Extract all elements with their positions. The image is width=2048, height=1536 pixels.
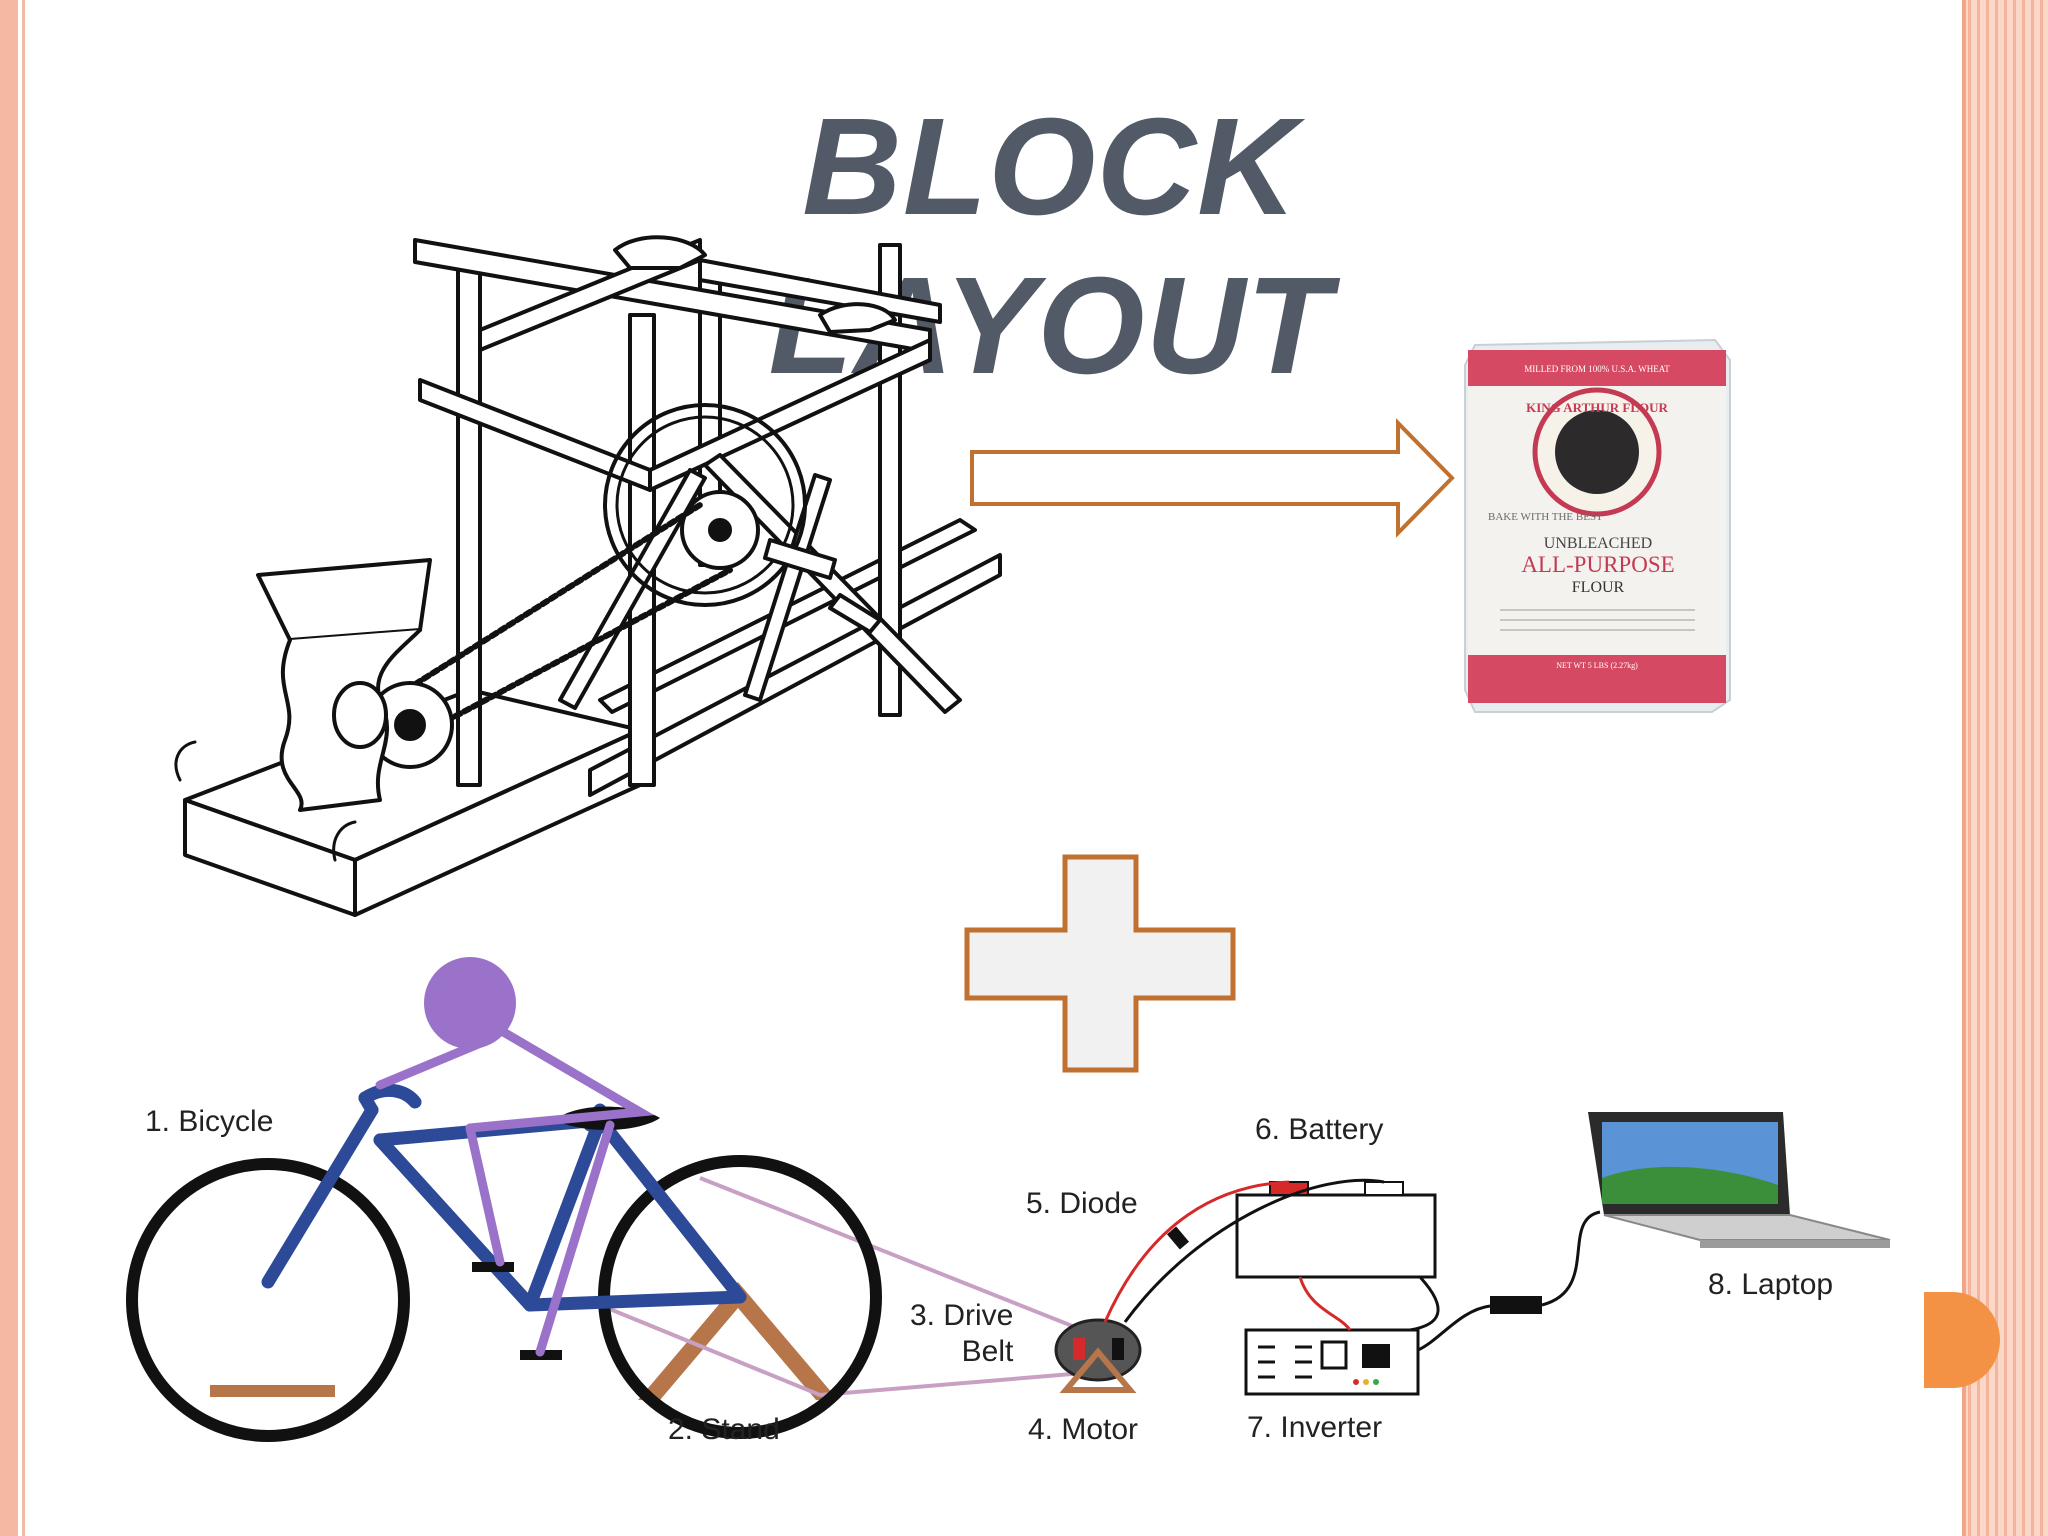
label-diode: 5. Diode <box>1026 1187 1138 1220</box>
laptop-charger <box>1490 1296 1542 1314</box>
label-stand: 2. Stand <box>668 1413 780 1446</box>
pedal-top <box>472 1262 514 1272</box>
flour-brand-text: KING ARTHUR FLOUR <box>1526 400 1668 415</box>
result-arrow <box>970 418 1455 538</box>
label-bicycle: 1. Bicycle <box>145 1105 274 1138</box>
battery <box>1235 1193 1437 1279</box>
label-battery: 6. Battery <box>1255 1113 1384 1146</box>
label-drive-belt: 3. Drive Belt <box>910 1299 1014 1368</box>
diode <box>1166 1226 1190 1250</box>
flour-bag-image: MILLED FROM 100% U.S.A. WHEAT KING ARTHU… <box>1464 338 1731 713</box>
label-laptop: 8. Laptop <box>1708 1268 1834 1301</box>
label-inverter: 7. Inverter <box>1247 1411 1383 1444</box>
bicycle-generator-diagram <box>126 957 1891 1442</box>
flour-line2: ALL-PURPOSE <box>1521 552 1674 577</box>
label-motor: 4. Motor <box>1028 1413 1139 1446</box>
flour-line3: FLOUR <box>1572 579 1625 596</box>
front-wheel-pad <box>210 1385 335 1397</box>
flour-net-wt: NET WT 5 LBS (2.27kg) <box>1556 661 1638 670</box>
left-border-line <box>22 0 25 1536</box>
slide-nav-tab <box>1924 1292 2000 1388</box>
flour-line1: UNBLEACHED <box>1544 535 1652 552</box>
plus-sign <box>964 854 1236 1073</box>
red-wire <box>1103 1180 1290 1323</box>
front-wheel <box>126 1158 410 1442</box>
bicycle-grain-mill-illustration <box>174 235 1002 917</box>
flour-badge-text: BAKE WITH THE BEST <box>1488 511 1603 523</box>
laptop <box>1588 1112 1891 1248</box>
stand <box>638 1282 838 1400</box>
black-wire <box>1123 1178 1385 1323</box>
right-border-edge <box>1962 0 1966 1536</box>
left-border <box>0 0 18 1536</box>
rider <box>375 957 655 1357</box>
right-border <box>1962 0 2048 1536</box>
flour-top-band-text: MILLED FROM 100% U.S.A. WHEAT <box>1524 364 1670 374</box>
